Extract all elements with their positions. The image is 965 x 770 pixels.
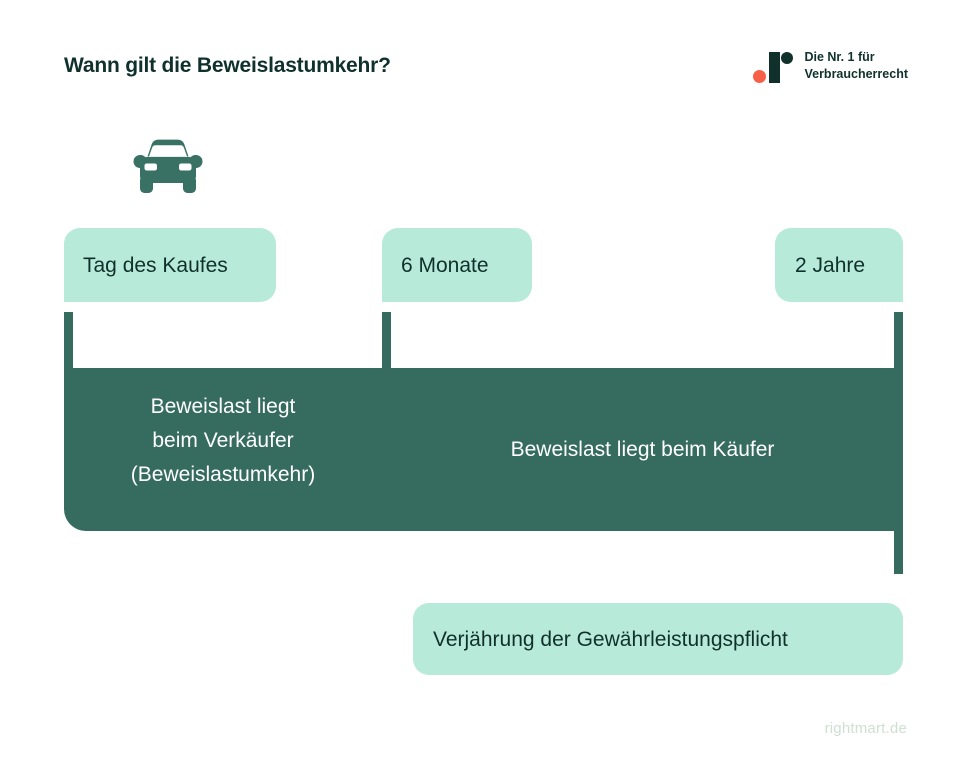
rightmart-logo-icon <box>753 46 794 86</box>
segment-label-seller-burden: Beweislast liegt beim Verkäufer (Beweisl… <box>64 390 382 492</box>
logo-tagline: Die Nr. 1 für Verbraucherrecht <box>804 49 908 83</box>
brand-logo: Die Nr. 1 für Verbraucherrecht <box>753 46 908 86</box>
limitation-note-pill: Verjährung der Gewährleistungspflicht <box>413 603 903 675</box>
logo-dot-accent-icon <box>753 70 767 83</box>
segment-label-seller-burden-line-1: Beweislast liegt <box>150 395 296 418</box>
logo-tagline-line-1: Die Nr. 1 für <box>804 50 875 65</box>
milestone-pill-six-months: 6 Monate <box>382 228 532 302</box>
timeline-bar <box>64 368 903 531</box>
milestone-pill-purchase-day: Tag des Kaufes <box>64 228 276 302</box>
segment-label-seller-burden-line-2: beim Verkäufer <box>152 429 294 453</box>
tick-connector-purchase-day <box>64 312 73 372</box>
segment-label-buyer-burden: Beweislast liegt beim Käufer <box>510 437 775 461</box>
car-icon <box>133 139 203 193</box>
logo-tagline-line-2: Verbraucherrecht <box>804 67 908 81</box>
tick-connector-six-months <box>382 312 391 372</box>
logo-dot-dark-icon <box>781 52 794 64</box>
page-title: Wann gilt die Beweislastumkehr? <box>64 54 391 77</box>
milestone-pill-two-years: 2 Jahre <box>775 228 903 302</box>
footer-brand: rightmart.de <box>824 720 907 737</box>
logo-bar-shape <box>769 52 781 83</box>
segment-label-seller-burden-line-3: (Beweislastumkehr) <box>130 463 316 487</box>
